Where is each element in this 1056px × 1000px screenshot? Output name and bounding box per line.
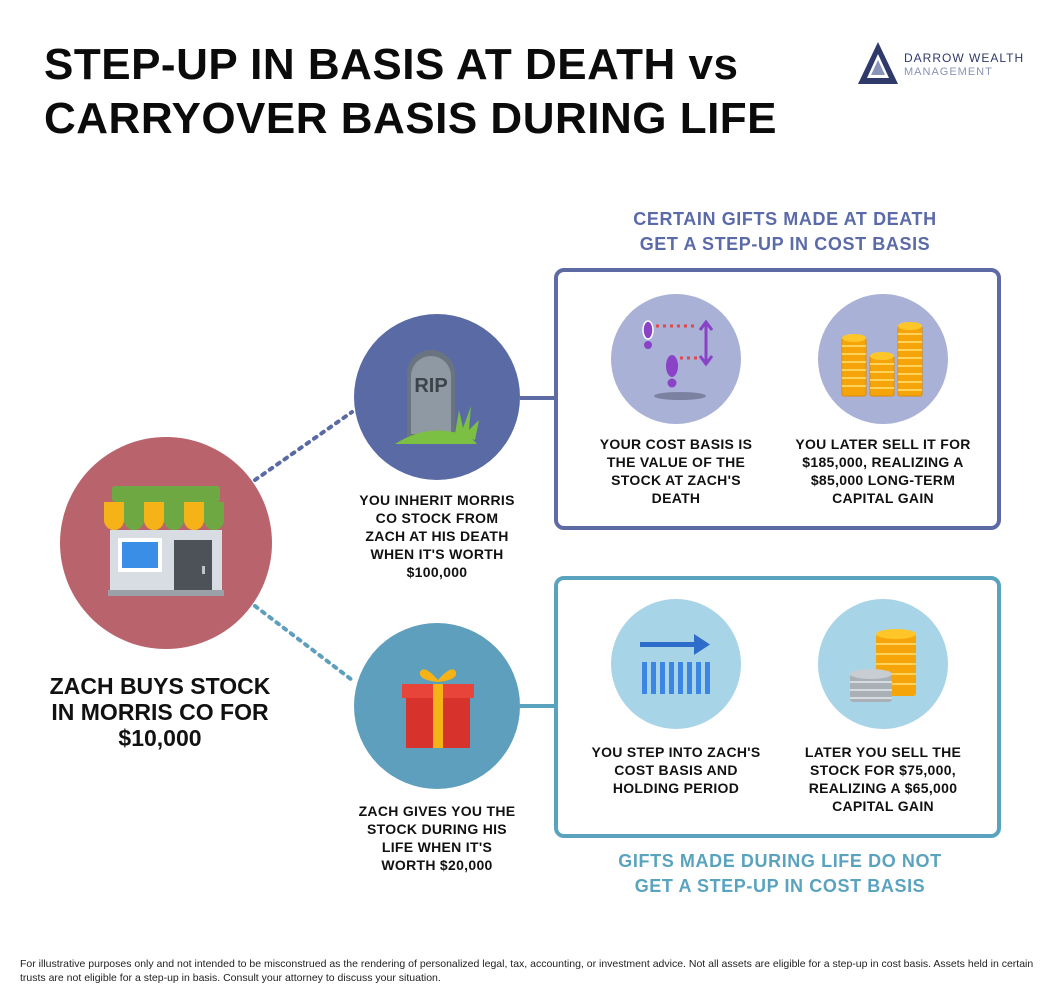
title-line-1: STEP-UP IN BASIS AT DEATH vs: [44, 40, 739, 89]
page-title: STEP-UP IN BASIS AT DEATH vs CARRYOVER B…: [44, 38, 777, 146]
death-heading: CERTAIN GIFTS MADE AT DEATH GET A STEP-U…: [620, 207, 950, 257]
dotted-connector-life: [253, 604, 354, 682]
logo-text: DARROW WEALTH MANAGEMENT: [904, 51, 1024, 79]
start-label: ZACH BUYS STOCK IN MORRIS CO FOR $10,000: [49, 673, 271, 751]
coin-stacks-icon: [841, 322, 923, 397]
life-heading: GIFTS MADE DURING LIFE DO NOT GET A STEP…: [610, 849, 950, 899]
dotted-connector-death: [253, 410, 354, 482]
life-step1-caption: YOU STEP INTO ZACH'S COST BASIS AND HOLD…: [591, 744, 761, 796]
title-line-2: CARRYOVER BASIS DURING LIFE: [44, 94, 778, 143]
death-caption: YOU INHERIT MORRIS CO STOCK FROM ZACH AT…: [359, 492, 515, 580]
death-heading-line-1: CERTAIN GIFTS MADE AT DEATH: [633, 209, 937, 229]
arrow-bars-icon: [640, 634, 710, 694]
tombstone-icon: RIP: [395, 350, 479, 444]
storefront-icon: [104, 486, 224, 596]
footsteps-up-icon: [642, 319, 714, 400]
life-caption: ZACH GIVES YOU THE STOCK DURING HIS LIFE…: [358, 803, 516, 873]
life-step2-caption: LATER YOU SELL THE STOCK FOR $75,000, RE…: [804, 744, 962, 814]
death-heading-line-2: GET A STEP-UP IN COST BASIS: [639, 234, 931, 254]
logo-line-1: DARROW WEALTH: [904, 51, 1025, 65]
death-step2-caption: YOU LATER SELL IT FOR $185,000, REALIZIN…: [795, 436, 971, 506]
life-step1-circle: [611, 599, 741, 729]
life-heading-line-1: GIFTS MADE DURING LIFE DO NOT: [618, 851, 942, 871]
tombstone-text: RIP: [414, 375, 447, 397]
disclaimer-text: For illustrative purposes only and not i…: [20, 958, 1034, 984]
death-step1-caption: YOUR COST BASIS IS THE VALUE OF THE STOC…: [599, 436, 753, 506]
gold-silver-coins-icon: [850, 629, 916, 702]
darrow-logo-icon: [858, 42, 898, 84]
logo-line-2: MANAGEMENT: [904, 66, 993, 78]
gift-box-icon: [402, 669, 474, 748]
life-heading-line-2: GET A STEP-UP IN COST BASIS: [634, 876, 926, 896]
